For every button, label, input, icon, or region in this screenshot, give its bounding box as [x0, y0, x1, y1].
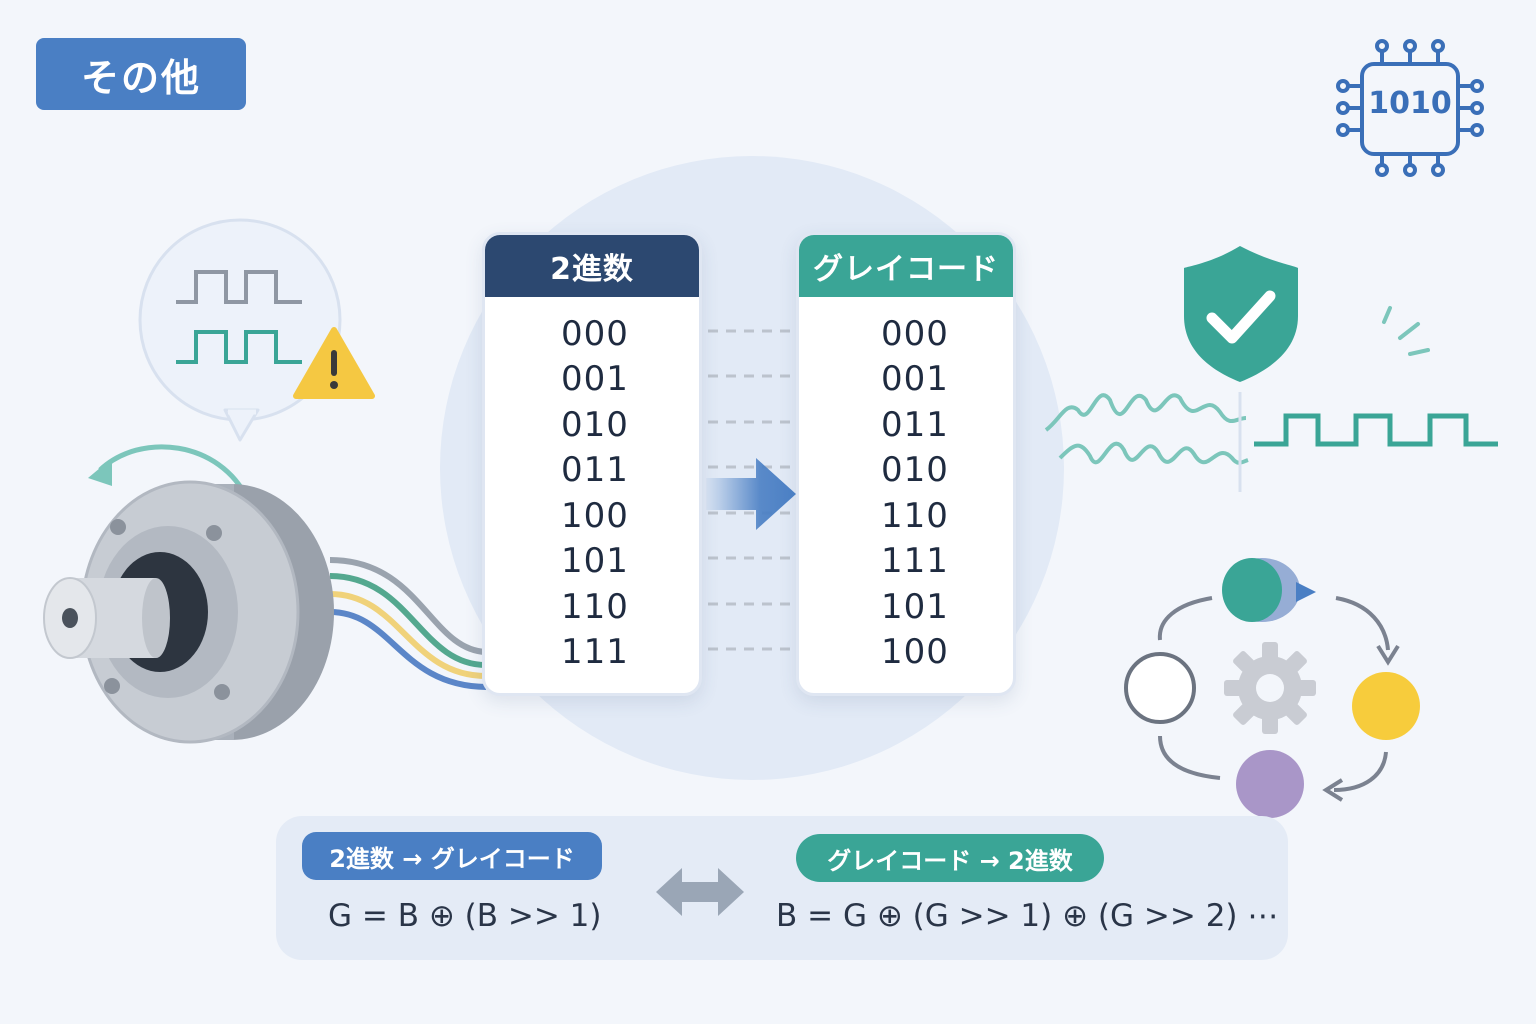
to-binary-label: グレイコード → 2進数 [796, 834, 1104, 882]
gray-code: 001 [881, 359, 949, 399]
binary-code: 100 [561, 496, 629, 536]
gray-code: 011 [881, 405, 949, 445]
to-gray-label: 2進数 → グレイコード [302, 832, 602, 880]
rotation-arrow-icon [88, 444, 251, 502]
gray-code: 100 [881, 632, 949, 672]
binary-code: 011 [561, 450, 629, 490]
binary-code-list: 000 001 010 011 100 101 110 111 [485, 297, 699, 693]
gray-code: 101 [881, 587, 949, 627]
conversion-arrow-icon [706, 458, 796, 530]
double-arrow-icon [656, 868, 744, 916]
binary-code: 101 [561, 541, 629, 581]
cycle-diagram-icon [1124, 558, 1420, 818]
binary-code: 001 [561, 359, 629, 399]
binary-code: 010 [561, 405, 629, 445]
gray-code-list: 000 001 011 010 110 111 101 100 [799, 297, 1013, 693]
gray-code-card-title: グレイコード [799, 235, 1013, 297]
rotary-encoder-icon [43, 480, 487, 744]
sparkle-icon [1382, 306, 1430, 356]
gray-code: 000 [881, 314, 949, 354]
chip-icon [1336, 39, 1484, 177]
gray-code: 111 [881, 541, 949, 581]
binary-code: 000 [561, 314, 629, 354]
signal-bubble-icon [138, 218, 342, 442]
chip-label: 1010 [1368, 86, 1452, 121]
binary-card-title: 2進数 [485, 235, 699, 297]
binary-code: 111 [561, 632, 629, 672]
gray-code-card: グレイコード 000 001 011 010 110 111 101 100 [796, 232, 1016, 696]
gear-icon [1224, 642, 1316, 734]
binary-code: 110 [561, 587, 629, 627]
noise-filter-icon [1044, 392, 1498, 492]
shield-check-icon [1184, 246, 1298, 382]
gray-code: 110 [881, 496, 949, 536]
gray-code: 010 [881, 450, 949, 490]
to-binary-formula: B = G ⊕ (G >> 1) ⊕ (G >> 2) ⋯ [776, 898, 1279, 934]
category-tag: その他 [36, 38, 246, 110]
warning-icon [293, 327, 375, 399]
binary-card: 2進数 000 001 010 011 100 101 110 111 [482, 232, 702, 696]
to-gray-formula: G = B ⊕ (B >> 1) [328, 898, 602, 934]
